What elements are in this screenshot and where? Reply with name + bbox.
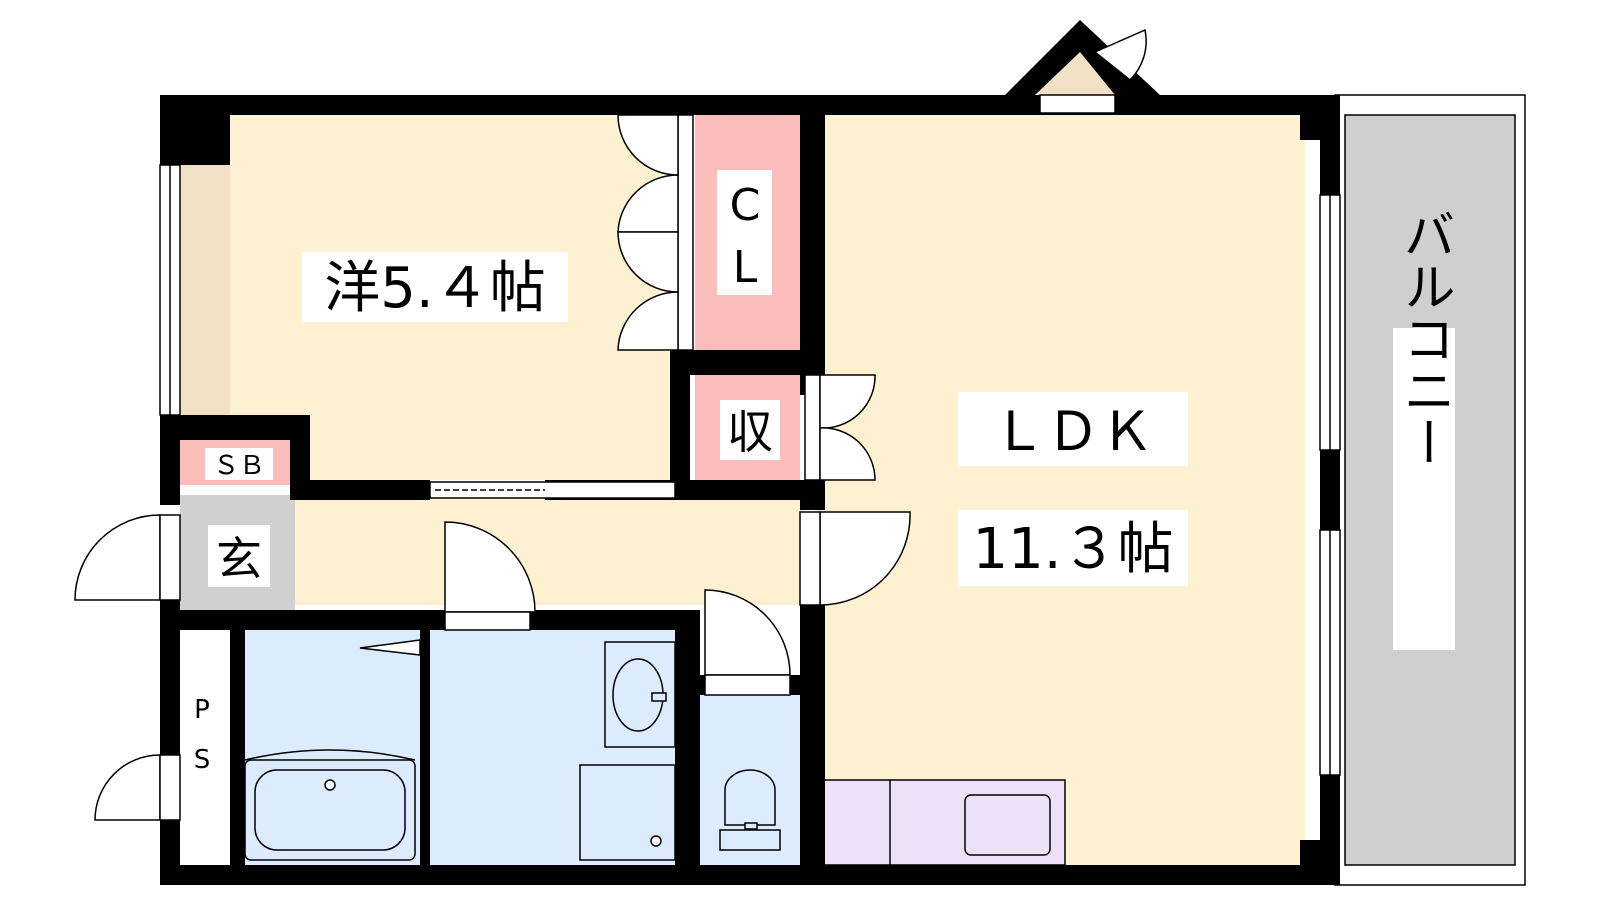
hallway-floor: [295, 490, 805, 605]
entrance-label-bg: [208, 525, 270, 587]
pipe-space-label-bottom: S: [194, 745, 211, 775]
window-strip: [180, 165, 230, 415]
storage-doors: [804, 374, 876, 481]
sliding-door: [429, 481, 676, 499]
toilet-tank: [719, 829, 781, 851]
toilet-seat-hinge: [744, 822, 758, 830]
entry-threshold: [1039, 94, 1116, 114]
toilet: [724, 769, 776, 826]
balcony-label-bg: [1393, 328, 1455, 650]
ldk-label: ＬＤＫ: [992, 400, 1154, 463]
entry-notch-floor: [1035, 52, 1115, 95]
ldk-label-bg: [958, 392, 1188, 466]
pipe-space-label-top: P: [194, 695, 210, 725]
doors: [74, 511, 911, 821]
bathtub-inner: [254, 769, 406, 851]
balcony-label: バルコニー: [1394, 208, 1454, 468]
storage-label-bg: [720, 400, 780, 460]
western-room-label: 洋5.４帖: [324, 256, 545, 321]
storage-label: 収: [727, 405, 773, 459]
closet-label-bg: [717, 170, 772, 295]
ldk-floor: [815, 115, 1305, 865]
kitchen-sink: [964, 794, 1051, 856]
bathtub-drain: [324, 779, 336, 791]
shoe-box-label-bg: [205, 448, 273, 480]
washing-machine-drain: [650, 835, 662, 847]
entrance-label: 玄: [216, 532, 262, 586]
western-label-bg: [302, 252, 568, 322]
ldk-size-bg: [958, 510, 1188, 586]
closet-label-top: C: [730, 180, 761, 231]
bathtub-edge: [244, 749, 416, 761]
closet-doors: [617, 114, 694, 351]
ldk-size: 11.３帖: [972, 517, 1173, 582]
pipe-space-area: [180, 630, 230, 865]
entry-door-swing: [1093, 28, 1147, 82]
faucet: [651, 692, 667, 702]
window-mullions: [169, 165, 1331, 775]
shoe-box-label: ＳＢ: [213, 451, 265, 481]
closet-label-bottom: L: [733, 242, 758, 293]
washing-machine: [579, 764, 676, 861]
shower-door: [359, 639, 421, 656]
